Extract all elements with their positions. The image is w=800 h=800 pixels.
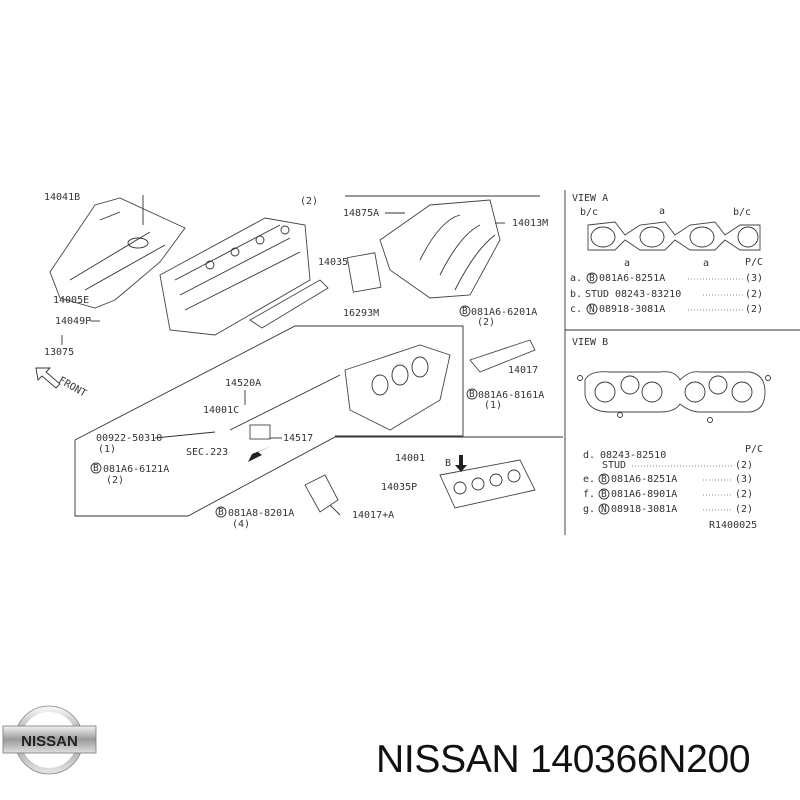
item-key: g.: [583, 504, 595, 515]
item-part: 08243-82510: [600, 450, 666, 461]
label-14017a: 14017+A: [352, 510, 394, 521]
label-081a8-8201a: 081A8-8201A: [228, 508, 294, 519]
view-a-pc: P/C: [745, 257, 763, 268]
label-sec-223: SEC.223: [186, 447, 228, 458]
gasket-14035p-drawing: [439, 455, 536, 509]
item-qty: (3): [745, 273, 763, 284]
label-14049p: 14049P: [55, 316, 91, 327]
bracket-14017-drawing: [469, 339, 536, 373]
circle-b-mark: B: [93, 463, 99, 474]
item-key: b.: [570, 289, 582, 300]
lower-manifold-drawing: [229, 344, 451, 440]
label-081a6-8161a-qty: (1): [484, 400, 502, 411]
view-a: VIEW A b/c a b/c a a P/C a. B 081A6-8251…: [570, 193, 763, 315]
item-mark: N: [589, 304, 595, 315]
label-081a6-6121a: 081A6-6121A: [103, 464, 169, 475]
label-14035: 14035: [318, 257, 348, 268]
diagram-code: R1400025: [709, 520, 757, 531]
product-title: NISSAN 140366N200: [376, 738, 751, 781]
view-b-item: e. B 081A6-8251A (3): [583, 473, 753, 485]
item-part: 08918-3081A: [599, 304, 665, 315]
engine-cover-drawing: [49, 195, 186, 309]
label-14005e: 14005E: [53, 295, 89, 306]
item-qty: (3): [735, 474, 753, 485]
leader-lines: [61, 212, 505, 516]
view-b-item: g. N 08918-3081A (2): [583, 503, 753, 515]
item-mark: N: [601, 504, 607, 515]
view-a-item: b. STUD 08243-83210 (2): [570, 289, 763, 300]
callout-b-c: b/c: [733, 207, 751, 218]
label-14017: 14017: [508, 365, 538, 376]
label-arrow-b: B: [445, 458, 451, 469]
item-part: 08918-3081A: [611, 504, 677, 515]
nissan-logo: NISSAN: [2, 705, 97, 775]
circle-b-mark: B: [469, 389, 475, 400]
item-key: e.: [583, 474, 595, 485]
label-00922-50310: 00922-50310: [96, 433, 162, 444]
frame-lines: [74, 190, 800, 535]
intake-manifold-drawing: [345, 195, 540, 299]
label-16293m: 16293M: [343, 308, 379, 319]
item-key: f.: [583, 489, 595, 500]
item-mark: B: [601, 474, 607, 485]
label-14035p: 14035P: [381, 482, 417, 493]
label-14520a: 14520A: [225, 378, 261, 389]
label-14001c: 14001C: [203, 405, 239, 416]
callout-b-c: b/c: [580, 207, 598, 218]
label-bolt-top-qty: (2): [300, 196, 318, 207]
item-mark: B: [589, 273, 595, 284]
circle-b-mark: B: [218, 507, 224, 518]
callout-a: a: [624, 258, 630, 269]
view-a-item: a. B 081A6-8251A (3): [570, 272, 763, 284]
sec-arrow-icon: [248, 446, 272, 462]
item-part: 08243-83210: [615, 289, 681, 300]
item-part: 081A6-8901A: [611, 489, 677, 500]
label-14041b: 14041B: [44, 192, 80, 203]
item-part: 081A6-8251A: [611, 474, 677, 485]
item-mark: STUD: [585, 289, 609, 300]
label-081a6-6201a: 081A6-6201A: [471, 307, 537, 318]
label-14517: 14517: [283, 433, 313, 444]
label-081a6-6121a-qty: (2): [106, 475, 124, 486]
cylinder-head-drawing: [159, 217, 311, 336]
label-14013m: 14013M: [512, 218, 548, 229]
item-part: 081A6-8251A: [599, 273, 665, 284]
front-arrow-icon: [35, 367, 61, 389]
item-key: d.: [583, 450, 595, 461]
view-a-title: VIEW A: [572, 193, 608, 204]
label-14001: 14001: [395, 453, 425, 464]
logo-text: NISSAN: [21, 733, 78, 750]
label-081a8-8201a-qty: (4): [232, 519, 250, 530]
view-b-item: d. 08243-82510 STUD (2): [583, 450, 753, 471]
gasket-14035-drawing: [249, 279, 329, 329]
view-b: VIEW B P/C d. 08243-82510 STUD (2) e. B …: [572, 337, 771, 531]
callout-a: a: [703, 258, 709, 269]
label-13075: 13075: [44, 347, 74, 358]
callout-a: a: [659, 206, 665, 217]
item-sub: STUD: [602, 460, 626, 471]
label-00922-qty: (1): [98, 444, 116, 455]
label-081a6-8161a: 081A6-8161A: [478, 390, 544, 401]
item-qty: (2): [745, 304, 763, 315]
view-a-item: c. N 08918-3081A (2): [570, 303, 763, 315]
parts-diagram: 14041B (2) 14005E 14049P 13075 FRONT 140…: [35, 190, 800, 535]
item-qty: (2): [735, 460, 753, 471]
item-key: c.: [570, 304, 582, 315]
view-b-pc: P/C: [745, 444, 763, 455]
item-key: a.: [570, 273, 582, 284]
item-qty: (2): [735, 504, 753, 515]
item-qty: (2): [735, 489, 753, 500]
item-mark: B: [601, 489, 607, 500]
label-14875a: 14875A: [343, 208, 379, 219]
item-qty: (2): [745, 289, 763, 300]
label-front: FRONT: [57, 375, 89, 400]
view-b-item: f. B 081A6-8901A (2): [583, 488, 753, 500]
view-b-title: VIEW B: [572, 337, 608, 348]
part-labels: 14041B (2) 14005E 14049P 13075 FRONT 140…: [44, 192, 548, 530]
bracket-14017a-drawing: [304, 474, 339, 513]
circle-b-mark: B: [462, 306, 468, 317]
label-081a6-6201a-qty: (2): [477, 317, 495, 328]
